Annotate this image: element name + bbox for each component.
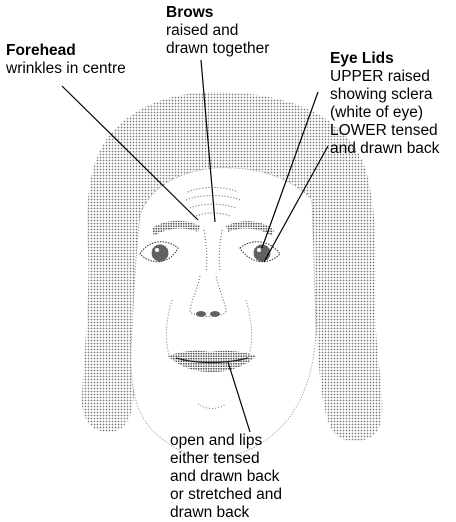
eyelids-label: Eye Lids UPPER raised showing sclera (wh…: [330, 50, 439, 158]
mouth-line-5: drawn back: [170, 504, 282, 522]
brows-label: Brows raised and drawn together: [166, 4, 269, 58]
forehead-label: Forehead wrinkles in centre: [6, 42, 126, 78]
brows-line-1: raised and: [166, 22, 269, 40]
mouth-line-3: and drawn back: [170, 468, 282, 486]
mouth-line-2: either tensed: [170, 450, 282, 468]
eyelids-line-2: showing sclera: [330, 86, 439, 104]
eyelids-line-5: and drawn back: [330, 140, 439, 158]
forehead-heading: Forehead: [6, 42, 126, 60]
eyelids-line-4: LOWER tensed: [330, 122, 439, 140]
eyelids-line-1: UPPER raised: [330, 68, 439, 86]
brows-line-2: drawn together: [166, 40, 269, 58]
mouth-line-4: or stretched and: [170, 486, 282, 504]
eyelids-heading: Eye Lids: [330, 50, 439, 68]
mouth-line-1: open and lips: [170, 432, 282, 450]
brows-heading: Brows: [166, 4, 269, 22]
forehead-line-1: wrinkles in centre: [6, 60, 126, 78]
eyelids-line-3: (white of eye): [330, 104, 439, 122]
mouth-label: open and lips either tensed and drawn ba…: [170, 432, 282, 522]
face-outline: [131, 168, 316, 458]
